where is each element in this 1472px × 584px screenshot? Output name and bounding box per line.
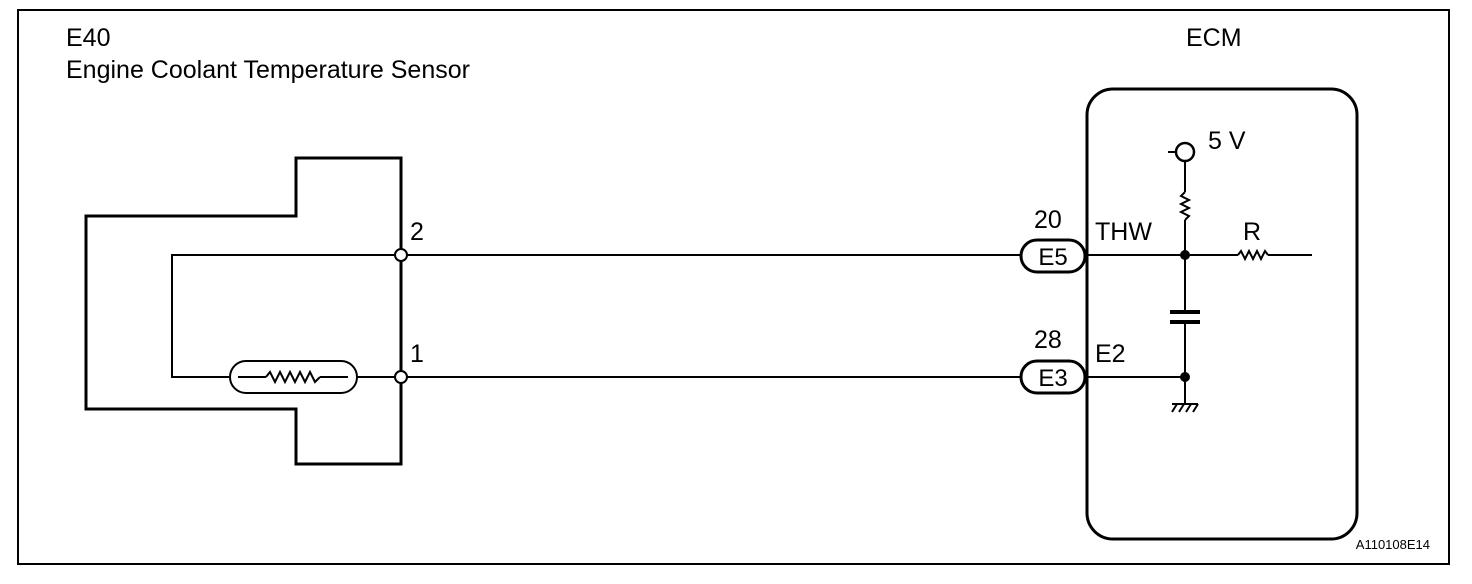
pullup-resistor-icon xyxy=(1178,191,1192,221)
sensor-name: Engine Coolant Temperature Sensor xyxy=(66,56,470,84)
connector-e5 xyxy=(1019,238,1087,274)
sensor-terminal-1 xyxy=(394,370,408,384)
figure-code: A110108E14 xyxy=(1356,537,1430,552)
resistor-r-label: R xyxy=(1243,218,1261,246)
terminal-e2-pin: 28 xyxy=(1034,326,1062,354)
ecm-box xyxy=(1085,87,1359,541)
ground-icon xyxy=(1171,403,1199,413)
diagram-frame xyxy=(17,9,1450,565)
sensor-body xyxy=(84,156,403,466)
terminal-e2-signal: E2 xyxy=(1095,340,1126,368)
terminal-thw-signal: THW xyxy=(1095,218,1152,246)
sensor-pin-2-label: 2 xyxy=(410,218,424,246)
terminal-thw-pin: 20 xyxy=(1034,206,1062,234)
sensor-terminal-2 xyxy=(394,248,408,262)
supply-voltage-label: 5 V xyxy=(1208,127,1246,155)
resistor-r-icon xyxy=(1237,248,1269,262)
connector-e3 xyxy=(1019,359,1087,395)
sensor-code: E40 xyxy=(66,24,110,52)
connector-e3-label: E3 xyxy=(1038,365,1067,392)
capacitor-icon xyxy=(1170,310,1200,324)
supply-terminal-icon xyxy=(1174,141,1196,163)
ecm-title: ECM xyxy=(1186,24,1242,52)
sensor-pin-1-label: 1 xyxy=(410,340,424,368)
sensor-internal-wire xyxy=(171,254,401,378)
connector-e5-label: E5 xyxy=(1038,244,1067,271)
thermistor-icon xyxy=(229,360,358,394)
